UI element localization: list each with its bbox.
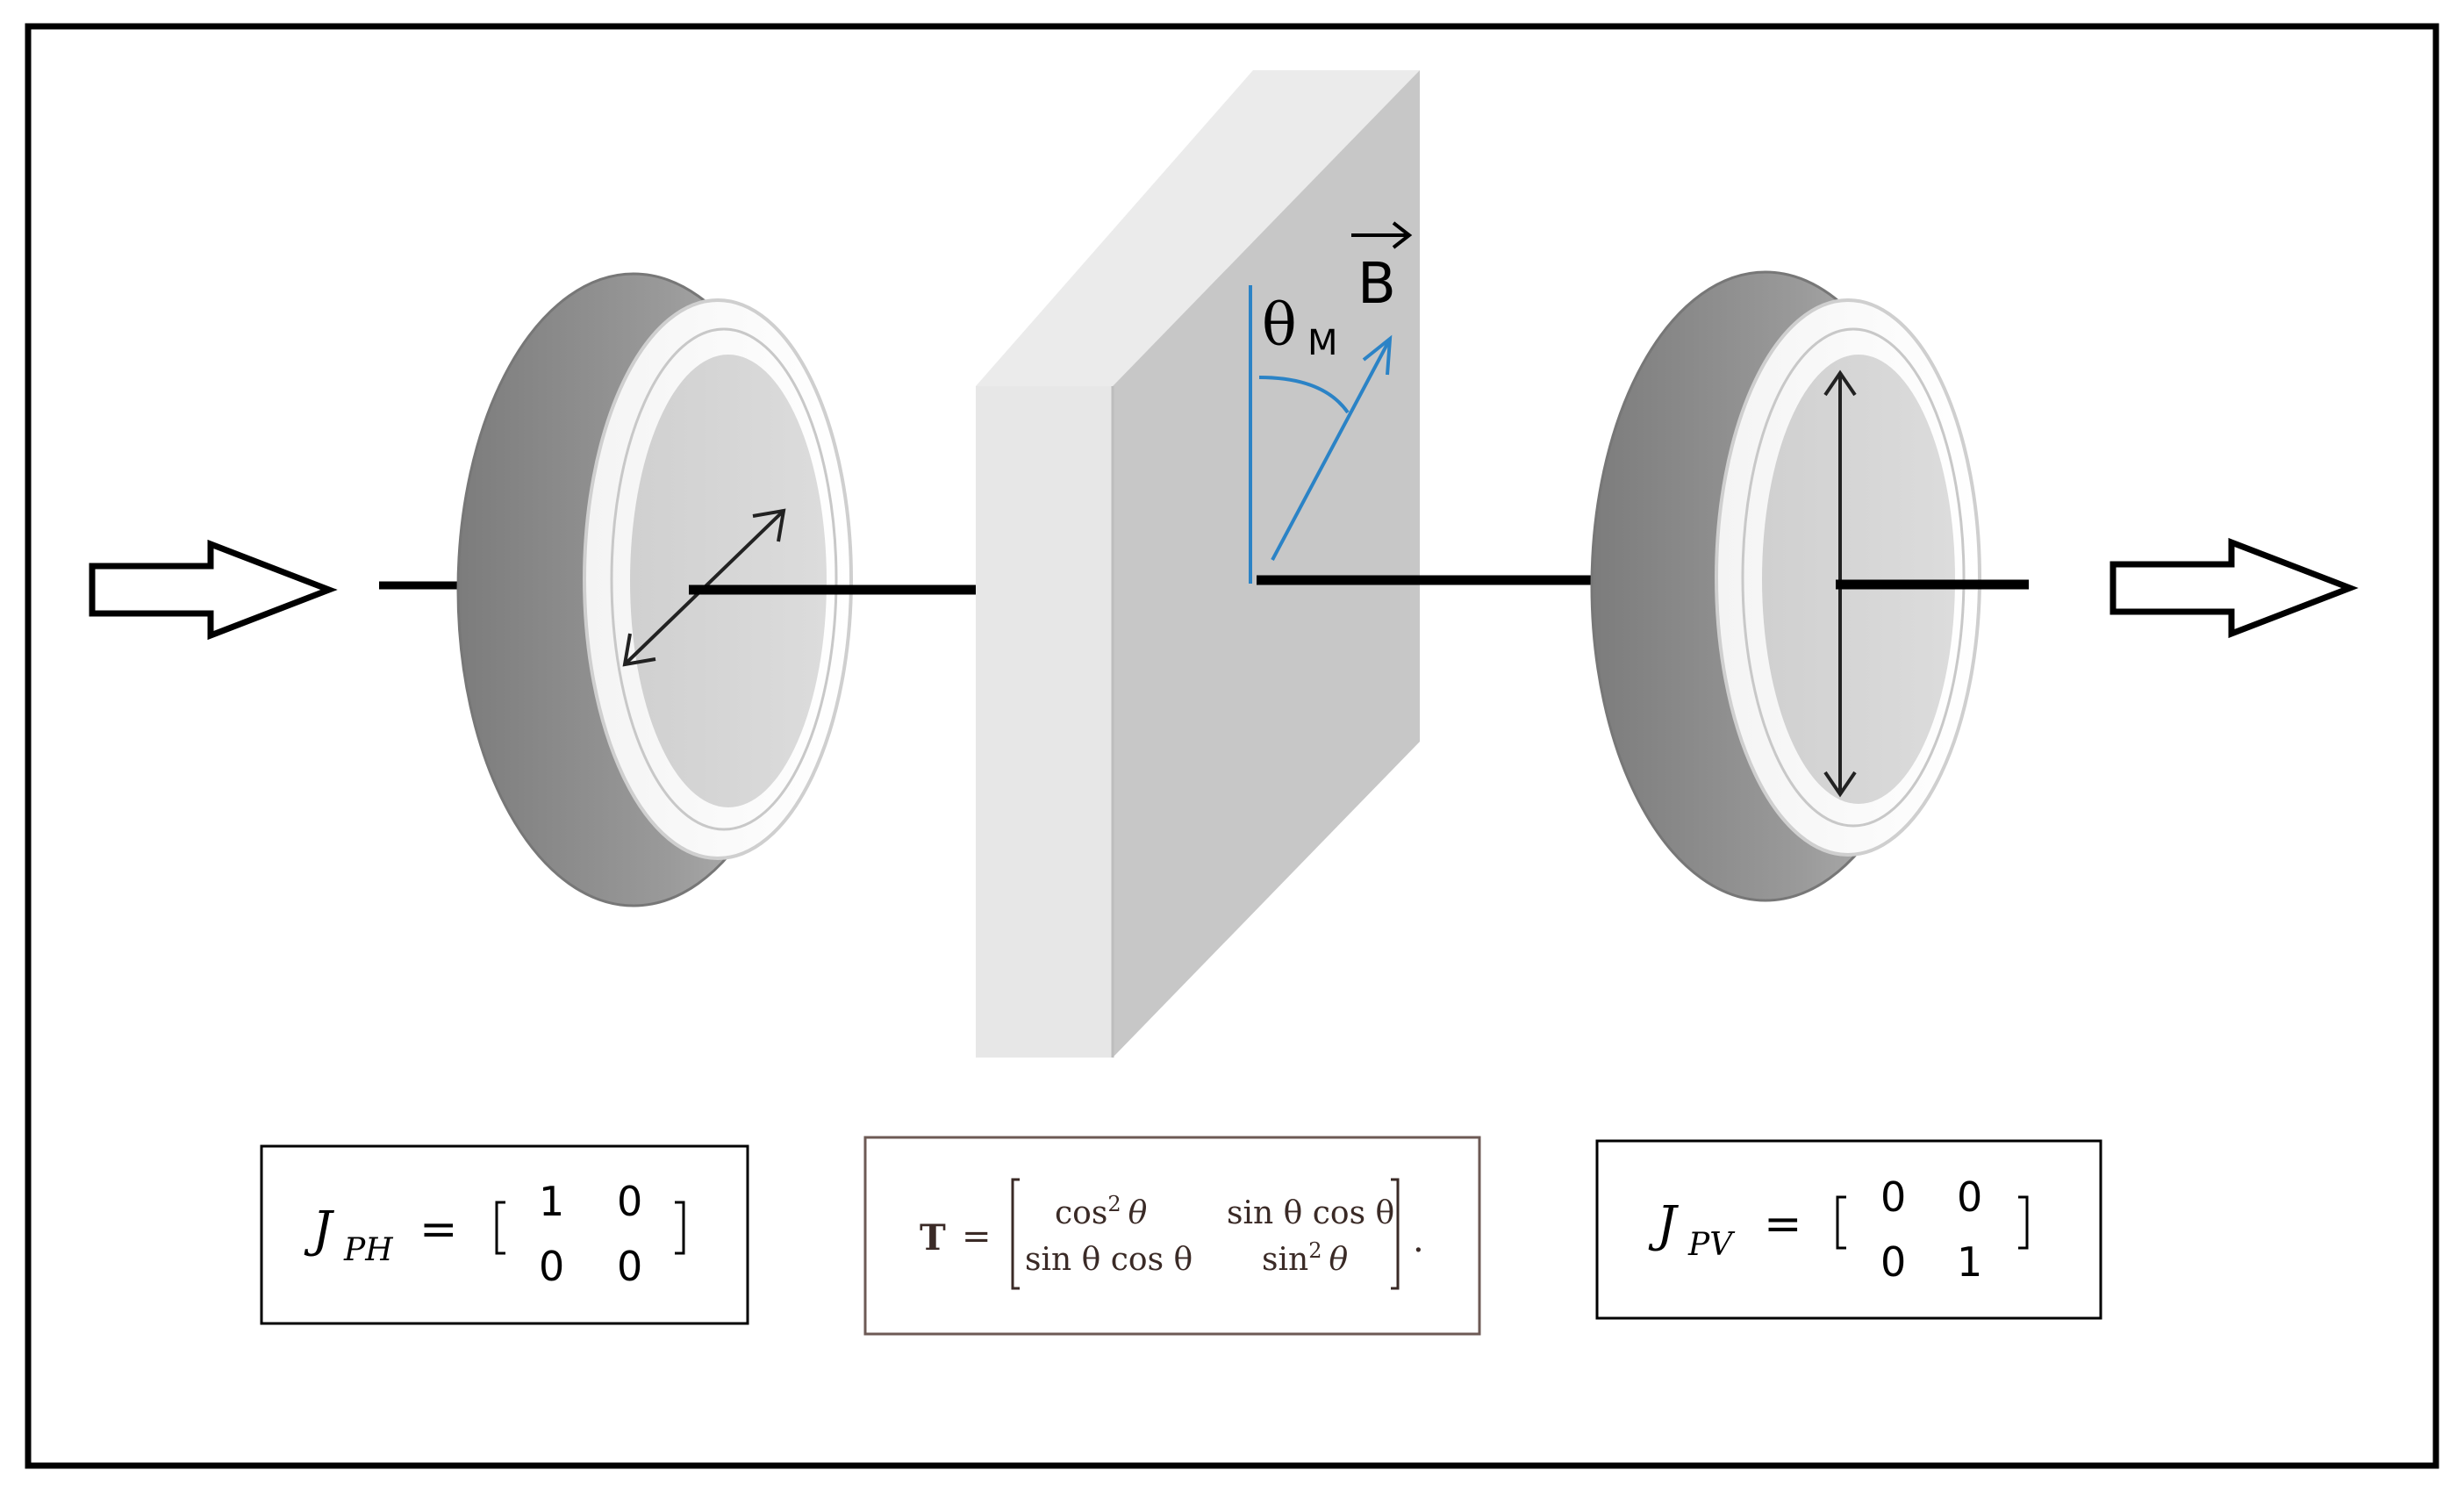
matrix-cell: 0 bbox=[1880, 1173, 1906, 1221]
left-bracket bbox=[495, 1201, 505, 1255]
matrix-box bbox=[260, 1144, 749, 1325]
field-vector-line bbox=[1271, 341, 1390, 561]
vertical-polarizer-matrix: J PV = 0 0 0 1 bbox=[1595, 1139, 2102, 1320]
matrix-cell: sin θ cos θ bbox=[1025, 1242, 1193, 1278]
horizontal-polarizer-matrix: J PH = 1 0 0 0 bbox=[260, 1144, 749, 1325]
field-vector-label: B bbox=[1357, 252, 1396, 317]
matrix-box bbox=[863, 1136, 1481, 1336]
angle-arc bbox=[1258, 376, 1350, 414]
matrix-cell: 0 bbox=[539, 1243, 564, 1290]
equals-sign: = bbox=[1764, 1198, 1802, 1251]
matrix-cell: 1 bbox=[539, 1178, 564, 1225]
right-bracket bbox=[1391, 1178, 1400, 1290]
matrix-cell: 0 bbox=[617, 1243, 642, 1290]
matrix-cell: 0 bbox=[617, 1178, 642, 1225]
horizontal-polarizer bbox=[456, 272, 853, 907]
vector-arrow-icon bbox=[1351, 221, 1413, 249]
right-bracket bbox=[675, 1201, 685, 1255]
matrix-name: T bbox=[920, 1217, 946, 1259]
matrix-cell: 1 bbox=[1957, 1238, 1982, 1286]
slab-front-face bbox=[1113, 70, 1420, 1058]
vertical-polarizer bbox=[1590, 270, 1981, 902]
matrix-box bbox=[1595, 1139, 2102, 1320]
matrix-cell: 0 bbox=[1957, 1173, 1982, 1221]
output-arrow-icon bbox=[2109, 537, 2359, 639]
angle-annotation bbox=[1249, 285, 1393, 584]
right-bracket bbox=[2018, 1195, 2029, 1250]
trailing-period: . bbox=[1413, 1220, 1424, 1260]
sample-slab bbox=[976, 70, 1420, 1058]
equals-sign: = bbox=[419, 1203, 458, 1256]
left-bracket bbox=[1836, 1195, 1846, 1250]
equals-sign: = bbox=[962, 1216, 992, 1257]
slab-side-face bbox=[976, 386, 1113, 1058]
matrix-subscript: PV bbox=[1687, 1227, 1736, 1263]
matrix-cell: 0 bbox=[1880, 1238, 1906, 1286]
left-bracket bbox=[1011, 1178, 1020, 1290]
field-vector-arrowhead bbox=[1362, 334, 1393, 376]
matrix-cell: sin θ cos θ bbox=[1227, 1195, 1394, 1231]
input-arrow-icon bbox=[89, 539, 338, 641]
angle-symbol: θ bbox=[1262, 291, 1297, 359]
matrix-subscript: PH bbox=[343, 1232, 393, 1268]
polarizer-face bbox=[1762, 355, 1955, 804]
slab-top-face bbox=[976, 70, 1420, 386]
angle-subscript: M bbox=[1307, 323, 1338, 363]
polarizer-face bbox=[630, 355, 827, 807]
